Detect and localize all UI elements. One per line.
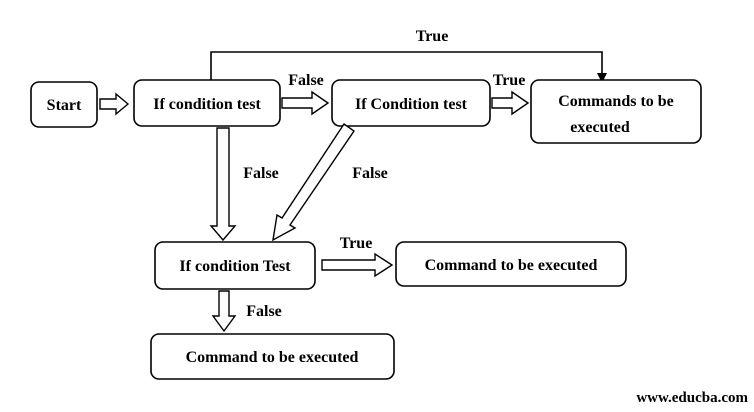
true-connector-arrowhead bbox=[597, 73, 607, 83]
watermark: www.educba.com bbox=[636, 390, 748, 406]
node-if-condition-test-2-label: If Condition test bbox=[355, 96, 468, 113]
node-if-condition-test-2 bbox=[331, 79, 491, 127]
node-commands-to-be-executed bbox=[530, 79, 702, 144]
node-start bbox=[30, 81, 98, 128]
edge-label-if1-down: False bbox=[243, 165, 279, 182]
node-if-condition-test-1-label: If condition test bbox=[153, 96, 261, 113]
edge-label-top-true: True bbox=[416, 28, 449, 45]
node-if-condition-test-3-label: If condition Test bbox=[179, 258, 291, 275]
node-commands-label-line2: executed bbox=[570, 119, 630, 136]
node-start-label: Start bbox=[47, 97, 82, 114]
edge-label-if2-diagonal: False bbox=[352, 165, 388, 182]
node-command-bottom-label: Command to be executed bbox=[186, 349, 359, 366]
node-if-condition-test-3 bbox=[154, 241, 316, 290]
true-connector-line bbox=[210, 51, 603, 80]
arrow-start-to-if1 bbox=[99, 92, 130, 116]
node-command-to-be-executed-bottom bbox=[150, 333, 395, 380]
node-if-condition-test-1 bbox=[133, 79, 281, 127]
edge-label-if3-to-command-right: True bbox=[340, 235, 373, 252]
edge-label-if3-down: False bbox=[246, 303, 282, 320]
arrow-if3-to-command-right bbox=[321, 252, 394, 278]
node-command-to-be-executed-right bbox=[395, 241, 627, 287]
arrow-if1-down-to-if3 bbox=[209, 127, 237, 242]
node-commands-label-line1: Commands to be bbox=[558, 93, 674, 110]
edge-label-if1-to-if2: False bbox=[288, 72, 324, 89]
node-command-right-label: Command to be executed bbox=[425, 257, 598, 274]
arrow-if1-to-if2 bbox=[281, 90, 330, 116]
arrow-if2-diagonal-to-if3 bbox=[272, 123, 355, 242]
arrow-if2-to-commands bbox=[491, 90, 530, 116]
arrow-if3-down-to-command-bottom bbox=[211, 290, 237, 333]
edge-label-if2-to-commands: True bbox=[493, 72, 526, 89]
